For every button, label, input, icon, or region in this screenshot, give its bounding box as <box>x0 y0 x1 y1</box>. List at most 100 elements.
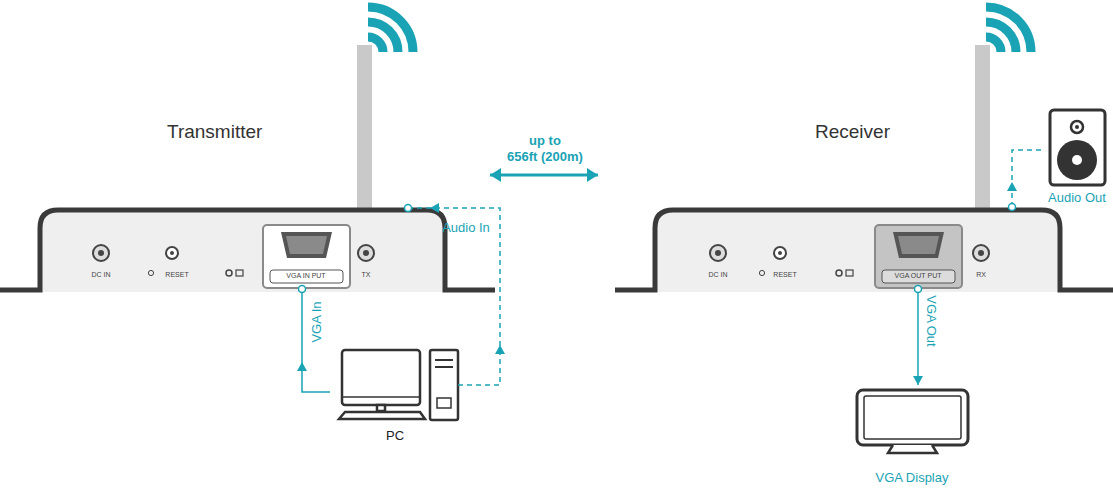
transmitter-unit-part <box>368 7 413 52</box>
speaker-icon-part <box>1050 110 1105 185</box>
port-label: VGA OUT PUT <box>895 272 942 280</box>
port-label: RESET <box>165 271 188 279</box>
arrow-head <box>913 376 923 385</box>
pc-box: PC <box>330 345 458 445</box>
pc-icon-part <box>377 405 385 411</box>
audio-connector <box>412 208 500 385</box>
transmitter-box: Transmitter DC IN RESET VGA IN PUT TX <box>40 120 445 292</box>
pc-icon-part <box>342 350 420 405</box>
arrow-head <box>297 362 307 371</box>
transmitter-unit-part <box>148 270 153 275</box>
signal-connector-group <box>1007 150 1045 211</box>
receiver-unit-part <box>973 245 989 261</box>
video-connector <box>490 174 598 177</box>
receiver-unit-part <box>774 247 786 259</box>
transmitter-unit-part <box>281 232 332 258</box>
transmitter-unit-part <box>226 270 232 276</box>
receiver-unit-part <box>710 245 726 261</box>
receiver-unit-part <box>836 270 842 276</box>
signal-label: VGA In <box>310 301 324 342</box>
transmitter-unit-part <box>358 245 374 261</box>
arrow-head <box>587 168 598 182</box>
receiver-unit-part <box>882 270 955 283</box>
display-icon <box>857 390 968 453</box>
receiver-unit-part <box>655 210 1060 292</box>
receiver-box: ReceiverDC INRESETVGA OUT PUTRX <box>655 120 1060 292</box>
unit-heading: Receiver <box>815 122 890 143</box>
arrow-head <box>1007 182 1017 191</box>
port-label: TX <box>362 271 371 279</box>
transmitter-unit-part <box>286 236 327 254</box>
port-dot <box>405 205 412 212</box>
display-box: VGA Display <box>850 385 975 485</box>
arrow-head <box>495 345 505 354</box>
transmitter-unit-part <box>40 210 445 292</box>
transmitter-unit-part <box>98 250 104 256</box>
speaker-icon-part <box>1057 140 1097 180</box>
receiver-unit-part <box>898 236 939 254</box>
receiver-unit <box>615 7 1113 292</box>
receiver-unit-part <box>778 251 782 255</box>
pc-icon-part <box>339 412 425 419</box>
signal-label: Audio In <box>442 221 490 235</box>
transmitter-unit-part-part <box>368 7 413 52</box>
display-icon-part <box>888 445 937 453</box>
receiver-unit-part <box>875 225 962 288</box>
display-icon-part <box>857 390 968 445</box>
video-connector <box>917 292 919 385</box>
pc-icon-part <box>435 366 453 368</box>
signal-label: 656ft (200m) <box>507 150 583 164</box>
device-caption: PC <box>386 429 404 443</box>
display-icon-part <box>864 396 961 439</box>
receiver-unit-part-part <box>986 22 1016 52</box>
receiver-unit-part <box>715 250 721 256</box>
receiver-unit-part <box>759 270 764 275</box>
signal-connector-group <box>490 168 598 182</box>
transmitter-unit-part-part <box>368 22 398 52</box>
transmitter-unit-part-part <box>368 37 383 52</box>
device-caption: Audio Out <box>1048 191 1106 205</box>
receiver-unit-part-part <box>986 37 1001 52</box>
range-note: up to <box>529 134 561 148</box>
device-caption: VGA Display <box>876 471 949 485</box>
speaker-icon-part <box>1072 155 1082 165</box>
arrow-head <box>490 168 501 182</box>
pc-icon-part <box>435 359 453 361</box>
arrow-head <box>430 203 439 213</box>
port-label: DC IN <box>708 271 727 279</box>
pc-icon-part <box>342 396 420 398</box>
port-label: RESET <box>773 271 796 279</box>
speaker-icon-part <box>1071 121 1083 133</box>
unit-heading: Transmitter <box>167 122 262 143</box>
receiver-unit-part <box>615 210 1113 290</box>
signal-connector-group <box>913 286 923 386</box>
speaker-icon <box>1050 110 1105 185</box>
port-dot <box>299 286 306 293</box>
port-label: VGA IN PUT <box>286 272 325 280</box>
audio-connector <box>1012 150 1045 207</box>
speaker-box: Audio Out <box>1045 105 1109 210</box>
pc-icon-part <box>430 350 458 420</box>
transmitter-unit-part <box>270 270 343 283</box>
port-dot <box>915 286 922 293</box>
video-connector <box>302 292 330 392</box>
transmitter-unit-part <box>263 225 350 288</box>
receiver-unit-part-part <box>986 7 1031 52</box>
transmitter-unit-part <box>170 251 174 255</box>
receiver-unit-part <box>893 232 944 258</box>
transmitter-unit-part <box>93 245 109 261</box>
signal-label: VGA Out <box>924 295 938 346</box>
port-dot <box>1009 204 1016 211</box>
transmitter-unit-part <box>236 270 243 276</box>
transmitter-unit-part <box>166 247 178 259</box>
signal-connector-group <box>297 286 330 393</box>
port-label: DC IN <box>91 271 110 279</box>
pc-icon-part <box>437 398 451 408</box>
receiver-unit-part <box>978 250 984 256</box>
receiver-unit-part <box>975 45 990 215</box>
speaker-icon-part <box>1075 125 1079 129</box>
transmitter-unit <box>0 7 495 292</box>
